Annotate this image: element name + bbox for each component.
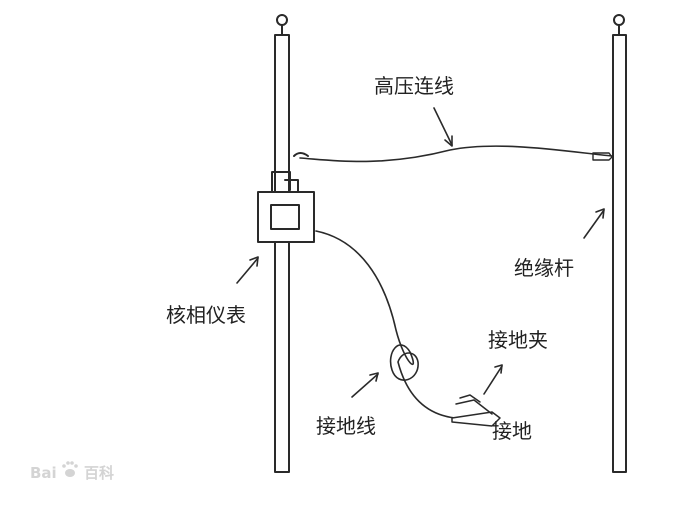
watermark-suffix: 百科 <box>84 464 114 482</box>
arrow-ground-wire <box>351 373 379 398</box>
label-grounding: 接地 <box>492 419 532 443</box>
watermark-brand: Bai <box>30 464 57 482</box>
baidu-watermark: Bai 百科 <box>30 461 114 482</box>
wire-end-clip <box>592 152 613 161</box>
high-voltage-wire <box>299 145 613 163</box>
left-insulating-pole <box>274 14 290 473</box>
ground-wire <box>315 230 456 419</box>
arrow-insulating-rod <box>583 209 605 239</box>
arrow-phase-meter <box>236 257 259 284</box>
ground-clamp <box>451 394 501 427</box>
right-insulating-pole <box>612 14 627 473</box>
paw-icon <box>62 461 78 477</box>
arrow-ground-clamp <box>483 365 503 395</box>
label-phase-meter: 核相仪表 <box>166 303 246 327</box>
label-ground-wire: 接地线 <box>316 414 376 438</box>
label-high-voltage-wire: 高压连线 <box>374 74 454 98</box>
pointer-arrows <box>236 107 605 398</box>
arrow-high-voltage-wire <box>433 107 453 146</box>
label-insulating-rod: 绝缘杆 <box>514 256 574 280</box>
phase-meter-box <box>257 152 315 243</box>
label-ground-clamp: 接地夹 <box>488 328 548 352</box>
